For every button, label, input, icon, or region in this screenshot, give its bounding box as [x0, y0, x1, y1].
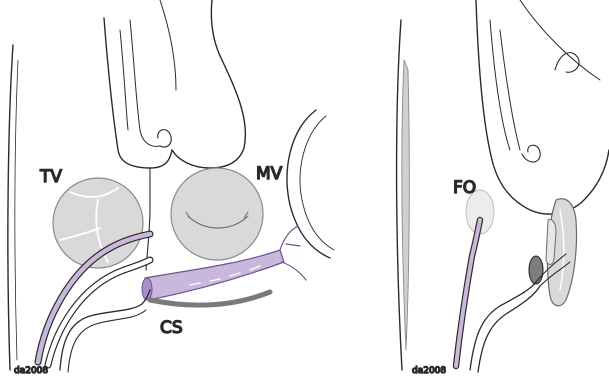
credit-right: da2008 — [412, 366, 446, 376]
label-tv: TV — [39, 167, 62, 187]
right-top-arc — [520, 0, 600, 80]
right-heart-wall-shade — [402, 60, 409, 350]
catheter-loop-inner — [68, 310, 146, 372]
label-mv: MV — [256, 164, 283, 184]
right-panel: FO da2008 — [397, 0, 609, 376]
mitral-valve — [171, 168, 263, 260]
upper-right-edge — [160, 0, 176, 90]
cs-catheter-inner — [478, 286, 540, 372]
cs-catheter-outer — [470, 282, 536, 370]
left-heart-wall-inner — [15, 60, 18, 360]
label-fo: FO — [453, 178, 476, 198]
right-heart-wall — [397, 20, 402, 370]
septum-line — [146, 168, 150, 270]
right-hook-curl — [522, 145, 540, 162]
left-panel: TV MV CS da2008 — [8, 0, 334, 376]
upper-vessel-inner — [130, 20, 160, 146]
catheter-balloon — [529, 256, 543, 284]
hook-curl — [158, 130, 172, 147]
credit-left: da2008 — [14, 366, 48, 376]
lateral-wall-curve-inner — [300, 116, 334, 250]
right-upper-vessel — [476, 0, 609, 214]
left-heart-wall — [8, 45, 13, 370]
lateral-wall-curve — [287, 110, 330, 258]
right-upper-vessel-fold — [500, 30, 520, 150]
right-top-loop — [555, 53, 579, 73]
septal-lobe-small — [546, 220, 556, 265]
upper-vessel-outline — [104, 0, 245, 168]
upper-vessel-fold — [120, 30, 128, 130]
catheter-loop — [60, 290, 150, 370]
label-cs: CS — [160, 318, 183, 338]
